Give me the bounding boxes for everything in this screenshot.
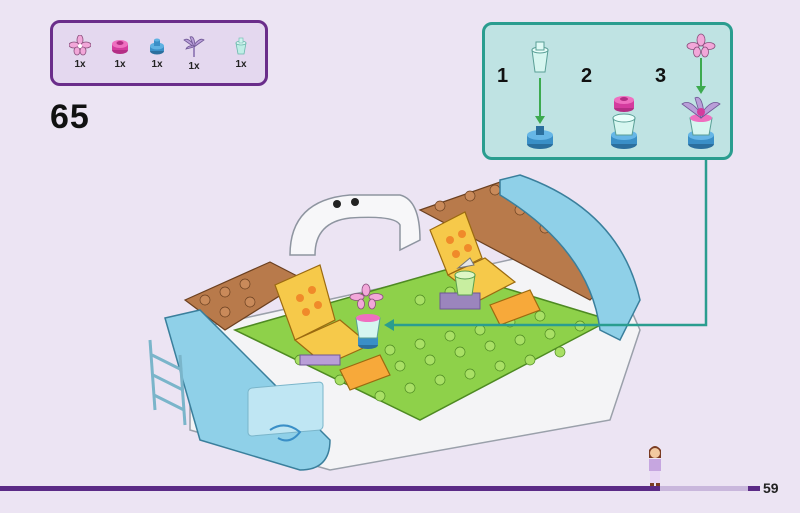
sub-assembly-illustration	[527, 33, 721, 149]
lavender-leaves-icon	[183, 36, 205, 57]
step1-cup-icon	[531, 41, 549, 73]
part-quantity: 1x	[188, 61, 200, 72]
substep-number: 3	[655, 65, 667, 87]
part-quantity: 1x	[114, 59, 126, 70]
existing-cup-icon	[454, 257, 476, 296]
part-quantity: 1x	[235, 59, 247, 70]
part-item: 1x	[179, 35, 209, 72]
blue-fender-right	[499, 174, 641, 342]
sub-assembly-panel: 1 2 3	[482, 22, 733, 160]
page-number: 59	[763, 480, 779, 496]
substep-number: 1	[497, 65, 509, 87]
magenta-round-plate-icon	[112, 40, 128, 54]
parts-list-panel: 1x 1x 1x 1x	[50, 20, 268, 86]
part-item: 1x	[65, 35, 95, 70]
part-quantity: 1x	[151, 59, 163, 70]
step3-assembly-icon	[681, 96, 721, 149]
step3-flower-icon	[686, 33, 716, 58]
side-decal	[247, 381, 324, 437]
step-number: 65	[50, 98, 90, 136]
page-progress-remaining	[660, 486, 748, 491]
substep-number: 2	[581, 65, 593, 87]
part-quantity: 1x	[74, 59, 86, 70]
minifigure-progress-icon	[649, 446, 661, 489]
yellow-seat-left	[274, 264, 391, 391]
placed-flower-assembly-icon	[349, 283, 384, 349]
part-item: 1x	[226, 35, 256, 70]
part-item: 1x	[105, 35, 135, 70]
step1-blue-plate-icon	[527, 126, 553, 149]
page-progress-bar	[0, 486, 760, 491]
pink-flower-icon	[69, 35, 91, 56]
side-ladder	[148, 339, 187, 426]
step2-assembly-icon	[611, 96, 637, 149]
clear-cup-icon	[235, 37, 247, 55]
blue-round-plate-icon	[150, 38, 164, 55]
white-arch	[289, 194, 421, 256]
part-item: 1x	[142, 35, 172, 70]
